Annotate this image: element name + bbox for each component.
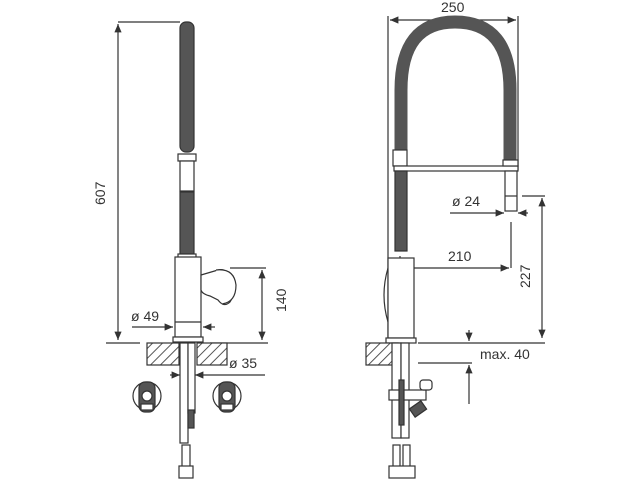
hose-upper [179,21,195,153]
dim-label-width: 250 [441,0,465,15]
faucet-body-front [387,257,415,339]
faucet-body [174,256,202,338]
dim-label-spout-diameter: ø 24 [452,193,481,209]
dim-label-body-height: 140 [273,288,289,312]
spray-head [504,170,518,212]
shutoff-valve-right [212,381,242,413]
hose-arch [394,15,517,160]
shutoff-valve-left [132,381,162,413]
dim-label-shank-diameter: ø 35 [229,355,258,371]
crossbar [393,165,519,172]
dim-label-spout-height: 227 [517,264,533,288]
countertop-right [196,342,228,366]
side-view [106,21,268,479]
dim-label-total-height: 607 [92,181,108,205]
countertop-left [146,342,180,366]
dim-label-max-thickness: max. 40 [480,346,530,362]
dim-label-reach: 210 [448,248,472,264]
front-view [365,15,546,479]
hose-lower [179,191,195,255]
dim-label-body-diameter: ø 49 [131,308,160,324]
